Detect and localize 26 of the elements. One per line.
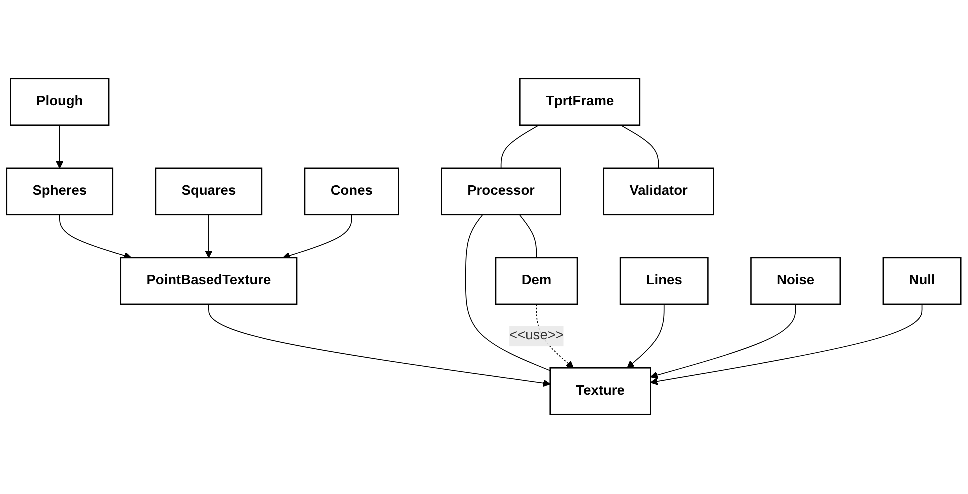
node-box: Processor xyxy=(441,168,562,216)
connector xyxy=(500,125,540,170)
arrow xyxy=(627,304,665,369)
connector xyxy=(519,214,538,259)
arrow xyxy=(56,125,64,169)
edge-label: <<use>> xyxy=(510,328,564,344)
arrow xyxy=(282,214,352,260)
arrow xyxy=(205,214,213,259)
node-box: Dem xyxy=(495,258,578,306)
node-box: Cones xyxy=(304,168,400,216)
node-box: TprtFrame xyxy=(520,78,641,126)
node-box: Squares xyxy=(155,168,263,216)
node-box: Lines xyxy=(620,258,709,306)
node-box: Null xyxy=(882,258,962,306)
arrow xyxy=(650,304,923,386)
node-box: Spheres xyxy=(6,168,114,216)
arrow xyxy=(59,214,132,260)
node-box: PointBasedTexture xyxy=(120,258,298,306)
node-box: Noise xyxy=(750,258,842,306)
connector xyxy=(620,125,660,170)
arrow xyxy=(208,304,551,388)
arrow xyxy=(650,304,796,380)
connector xyxy=(465,214,551,372)
node-box: Validator xyxy=(603,168,714,216)
node-box: Texture xyxy=(550,368,652,416)
node-box: Plough xyxy=(10,78,110,126)
